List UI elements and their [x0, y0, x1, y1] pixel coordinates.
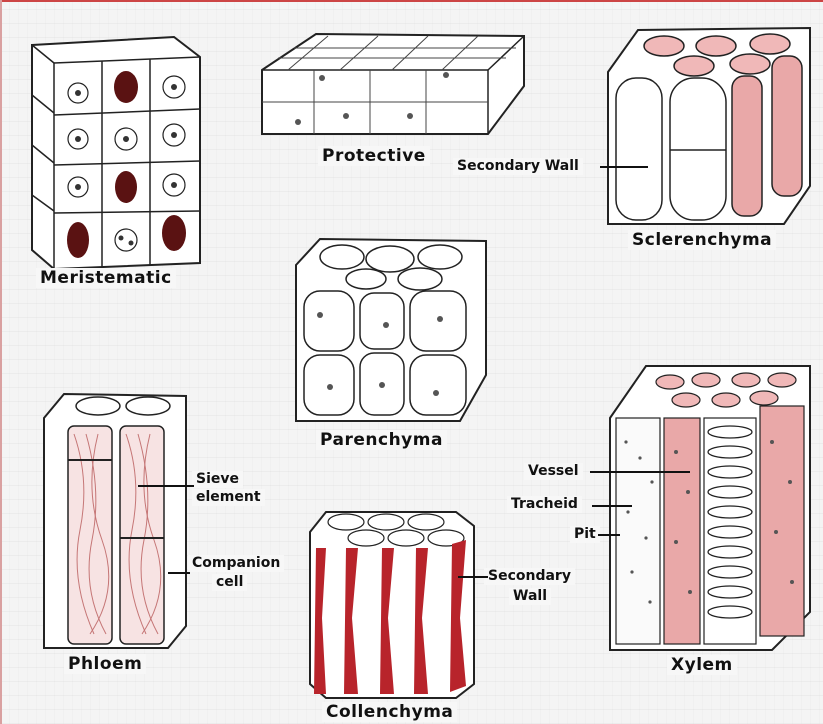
pit-pointer: [598, 534, 620, 536]
secondary-wall-bottom-label-line2: Wall: [509, 588, 551, 605]
secondary-wall-bottom-label-line1: Secondary: [484, 568, 575, 585]
phloem-illustration: [40, 390, 190, 650]
secondary-wall-top-label: Secondary Wall: [453, 158, 583, 175]
collenchyma-illustration: [306, 508, 476, 700]
companion-cell-label-line2: cell: [212, 574, 247, 591]
pit-label: Pit: [570, 526, 600, 543]
left-border: [0, 0, 2, 724]
top-border: [0, 0, 823, 2]
xylem-illustration: [606, 362, 812, 652]
parenchyma-label: Parenchyma: [316, 430, 447, 450]
protective-illustration: [258, 30, 526, 142]
sclerenchyma-label: Sclerenchyma: [628, 230, 776, 250]
xylem-label: Xylem: [667, 655, 737, 675]
secondary-wall-top-pointer: [600, 166, 648, 168]
phloem-label: Phloem: [64, 654, 146, 674]
parenchyma-illustration: [290, 235, 490, 425]
sieve-element-label-line2: element: [192, 489, 265, 506]
vessel-pointer: [590, 471, 690, 473]
sieve-element-label-line1: Sieve: [192, 471, 243, 488]
vessel-label: Vessel: [524, 463, 583, 480]
sieve-element-pointer: [138, 485, 194, 487]
protective-label: Protective: [318, 146, 430, 166]
tracheid-pointer: [592, 505, 632, 507]
secondary-wall-bottom-pointer: [458, 576, 488, 578]
meristematic-illustration: [24, 35, 204, 270]
sclerenchyma-illustration: [604, 26, 812, 226]
tracheid-label: Tracheid: [507, 496, 582, 513]
collenchyma-label: Collenchyma: [322, 702, 457, 722]
companion-cell-label-line1: Companion: [188, 555, 284, 572]
companion-cell-pointer: [168, 572, 190, 574]
meristematic-label: Meristematic: [36, 268, 176, 288]
